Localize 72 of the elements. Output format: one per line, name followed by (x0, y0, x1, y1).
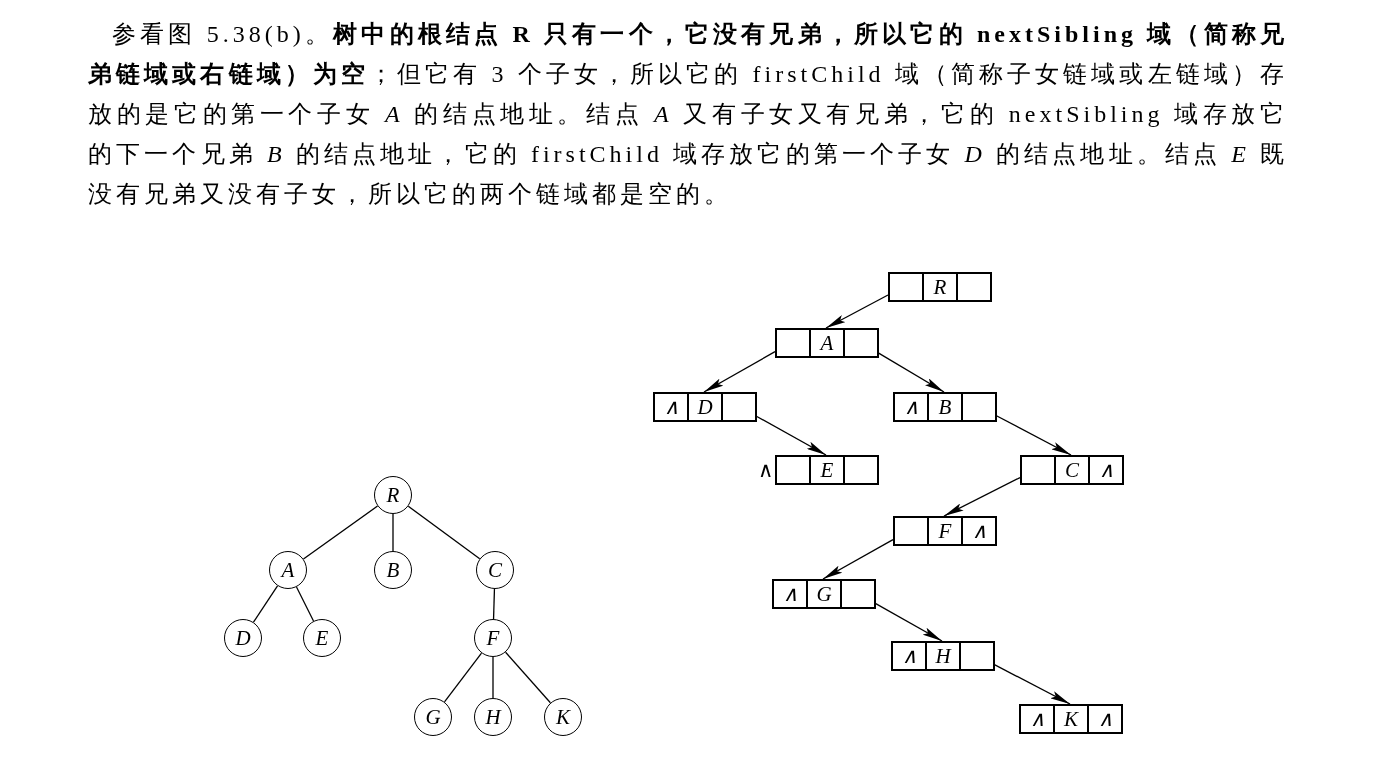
record-field (922, 272, 958, 302)
node-letter: R (933, 276, 947, 298)
node-letter: F (938, 520, 952, 542)
node-letter: ∧ (1097, 708, 1113, 730)
tree-edge (504, 651, 552, 704)
pointer-arrow (943, 476, 1021, 517)
record-field (925, 641, 961, 671)
node-letter: G (816, 583, 832, 605)
tree-edge (295, 586, 315, 622)
node-letter: E (315, 627, 329, 649)
record-field (772, 579, 808, 609)
tree-edge (302, 505, 379, 560)
record-field (721, 392, 757, 422)
node-letter: H (935, 645, 951, 667)
node-letter: E (820, 459, 834, 481)
record-field (843, 328, 879, 358)
node-letter: C (1065, 459, 1079, 481)
node-letter: K (1064, 708, 1078, 730)
node-letter: ∧ (971, 520, 987, 542)
node-letter: G (425, 706, 441, 728)
record-field (956, 272, 992, 302)
tree-edge (492, 588, 496, 620)
pointer-arrow (825, 294, 889, 329)
node-letter: F (486, 627, 500, 649)
tree-edge (252, 585, 279, 623)
node-letter: ∧ (1029, 708, 1045, 730)
record-field (840, 579, 876, 609)
record-field (687, 392, 723, 422)
tree-edge (392, 513, 394, 552)
node-letter: ∧ (782, 583, 798, 605)
record-field (893, 392, 929, 422)
record-field (1020, 455, 1056, 485)
record-field (888, 272, 924, 302)
node-letter: ∧ (1098, 459, 1114, 481)
tree-edge (443, 652, 483, 703)
node-letter: ∧ (901, 645, 917, 667)
record-field (927, 392, 963, 422)
record-field (1019, 704, 1055, 734)
node-letter: ∧ (663, 396, 679, 418)
node-letter: D (235, 627, 251, 649)
node-letter: R (386, 484, 400, 506)
record-field (806, 579, 842, 609)
record-field (1087, 704, 1123, 734)
node-letter: A (281, 559, 295, 581)
record-field (809, 455, 845, 485)
record-field (775, 328, 811, 358)
tree-edge (492, 656, 494, 699)
pointer-arrow (703, 351, 776, 393)
node-letter: B (386, 559, 400, 581)
record-field (809, 328, 845, 358)
node-letter: B (938, 396, 952, 418)
record-field (1088, 455, 1124, 485)
node-letter: C (488, 559, 502, 581)
record-field (843, 455, 879, 485)
record-field (961, 516, 997, 546)
record-field (927, 516, 963, 546)
record-field (1053, 704, 1089, 734)
record-field (653, 392, 689, 422)
paragraph: 参看图 5.38(b)。树中的根结点 R 只有一个，它没有兄弟，所以它的 nextSibling 域（简称兄弟链域或右链域）为空；但它有 3 个子女，所以它的 firstChild 域（简称子女链域或左链域）存放的是它的第一个子女 A 的结点地址。结点 A 又有子女又有兄弟，它的 nextSibling 域存放它的下一个兄弟 B 的结点地址，它的 firstChild 域存放它的第一个子女 D 的结点地址。结点 E 既没有兄弟又没有子女，所以它的两个链域都是空的。 (88, 20, 1288, 209)
record-field (961, 392, 997, 422)
node-letter: H (485, 706, 501, 728)
node-letter: D (697, 396, 713, 418)
node-letter: ∧ (903, 396, 919, 418)
node-letter: A (820, 332, 834, 354)
tree-edge (407, 505, 481, 560)
record-field (891, 641, 927, 671)
pointer-arrow (822, 538, 894, 580)
record-field (959, 641, 995, 671)
node-letter: K (556, 706, 570, 728)
record-field (893, 516, 929, 546)
null-pointer-mark: ∧ (758, 459, 773, 481)
record-field (1054, 455, 1090, 485)
